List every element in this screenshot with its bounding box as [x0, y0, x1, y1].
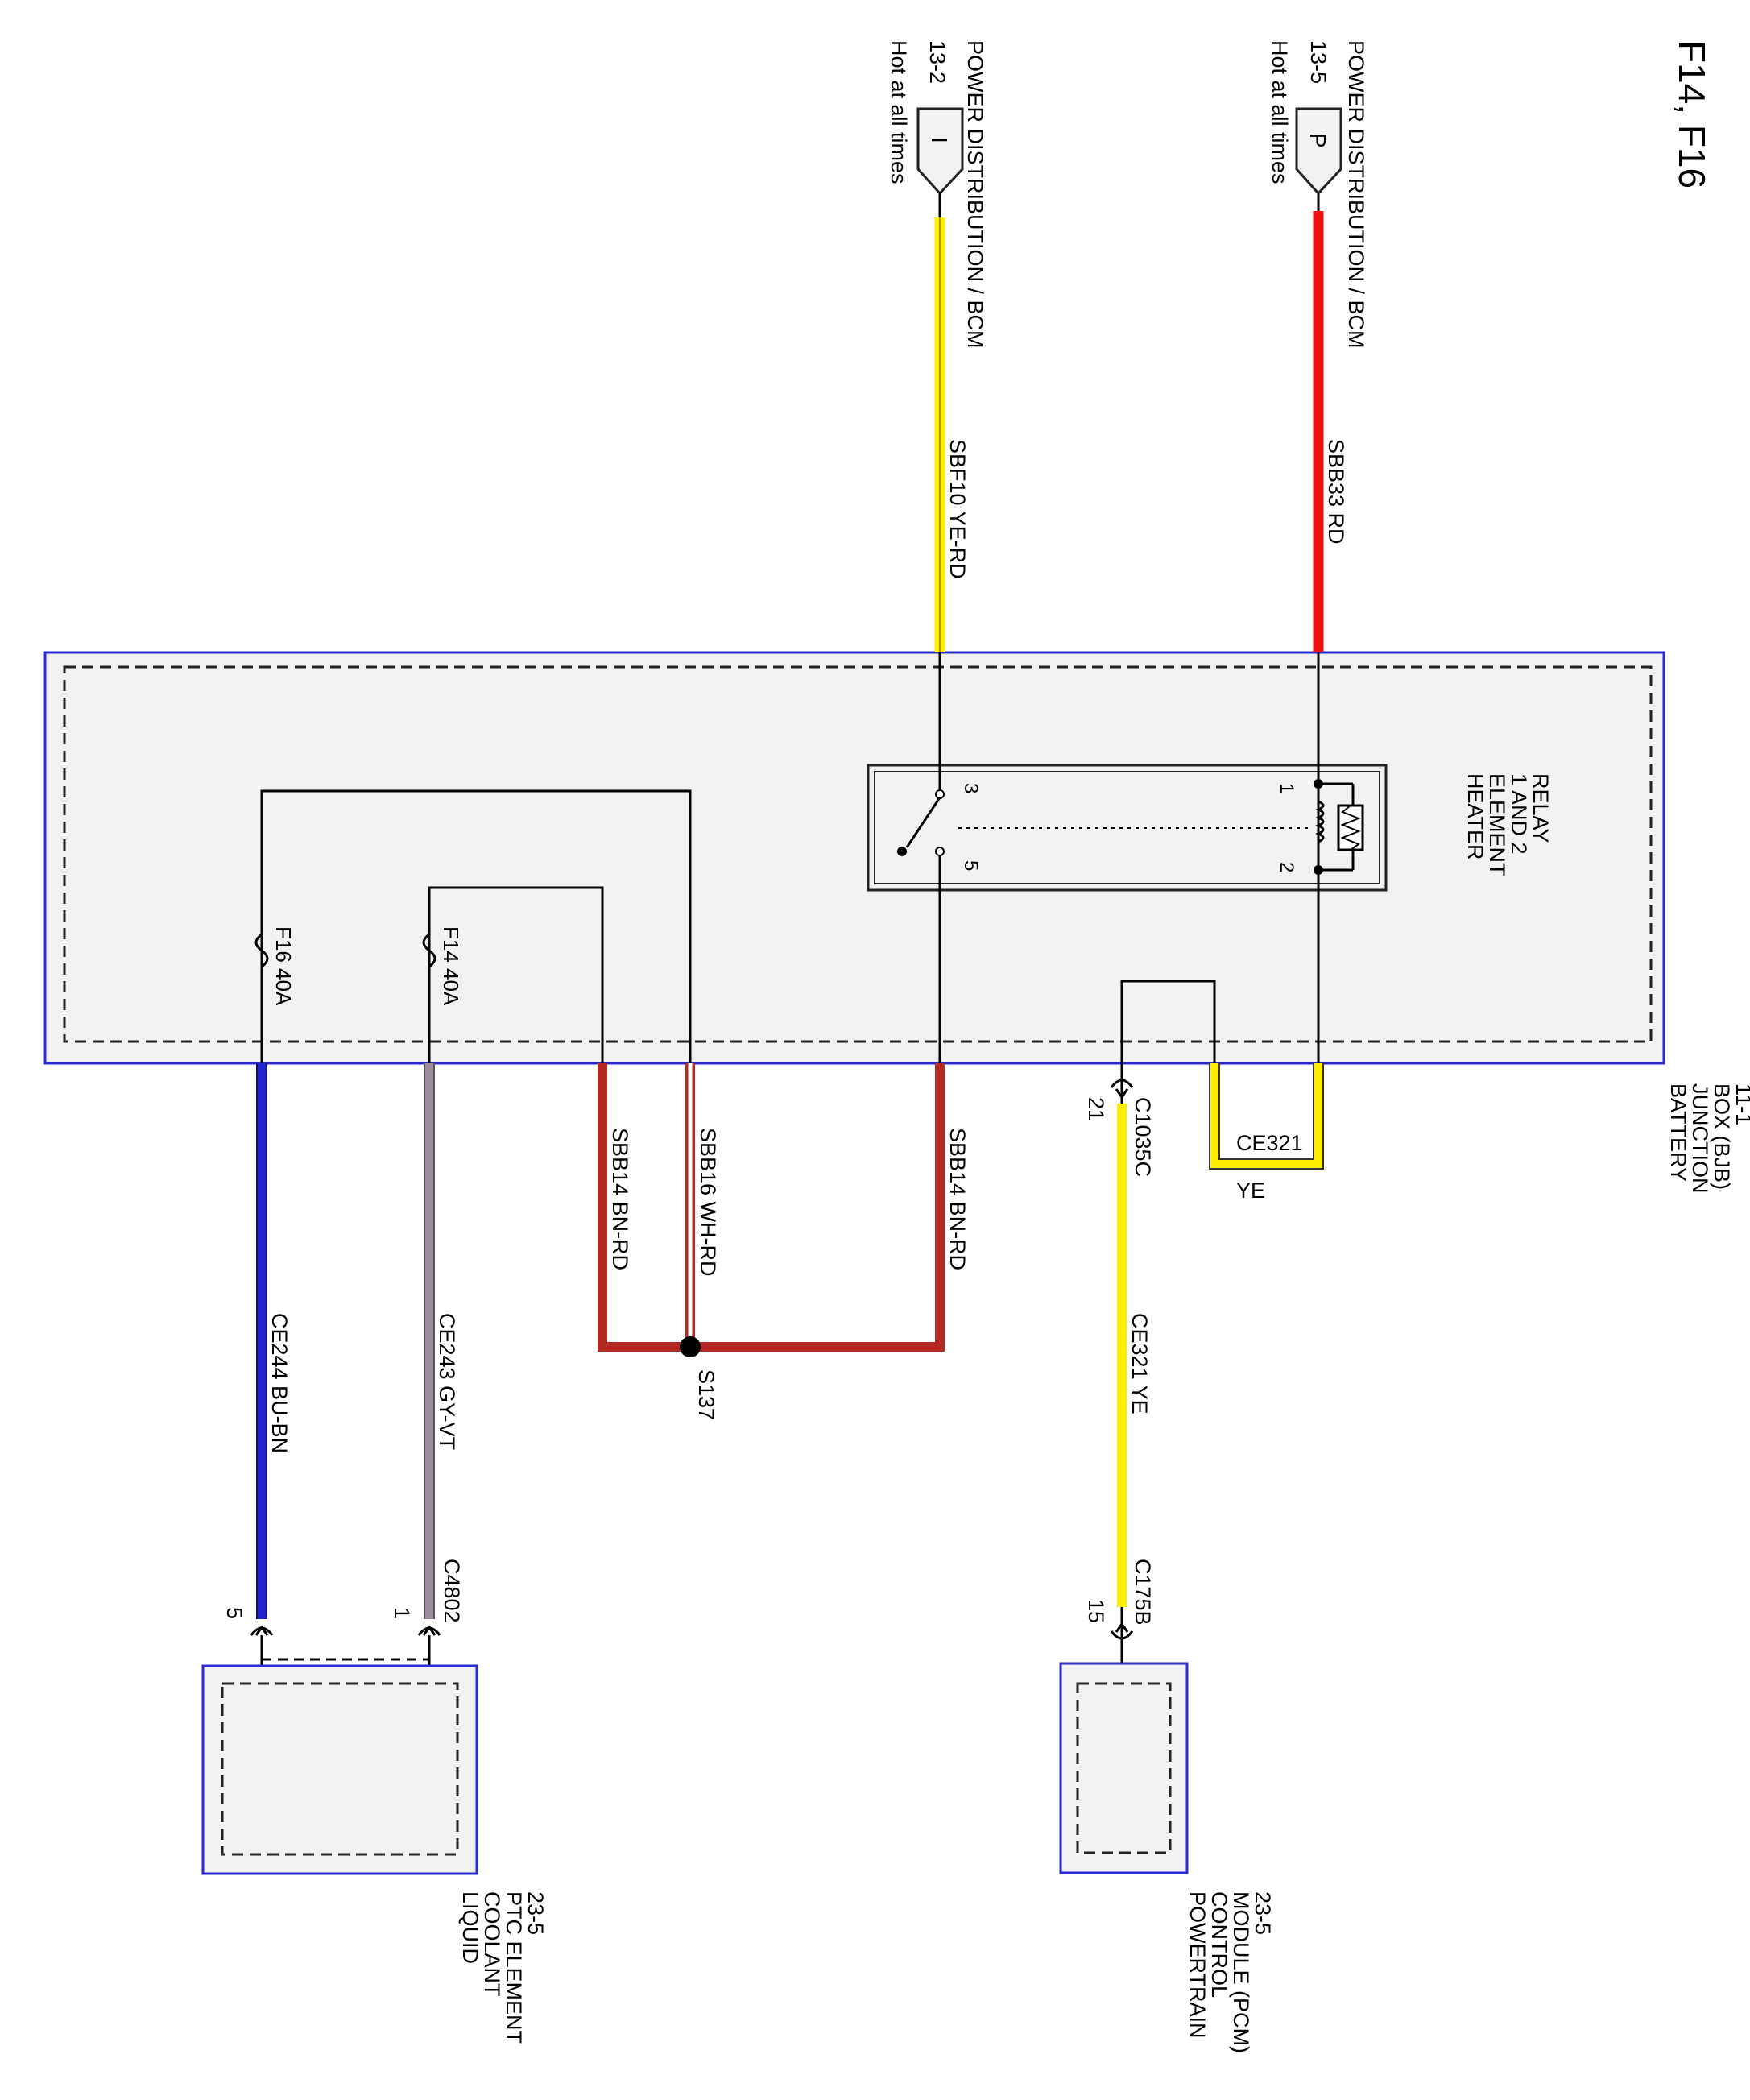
wire-ce321-loop	[1209, 1063, 1324, 1170]
fuse-f14	[422, 933, 436, 968]
svg-text:I: I	[927, 137, 952, 143]
relay-pin-3: 3	[960, 783, 982, 793]
internal-wire-f14	[428, 886, 604, 1063]
connector-c4802-pin-1: 1	[390, 1607, 414, 1619]
relay-pin-1: 1	[1276, 783, 1297, 793]
svg-text:11-1: 11-1	[1731, 1083, 1750, 1125]
internal-wire-pcm	[1120, 980, 1216, 1075]
svg-text:BOX (BJB): BOX (BJB)	[1710, 1083, 1734, 1190]
connector-c175b-pin: 15	[1084, 1599, 1108, 1623]
connector-c1035c	[1110, 1079, 1134, 1100]
connector-c4802-pin-5: 5	[222, 1607, 246, 1619]
connector-c1035c-label: C1035C	[1131, 1097, 1155, 1177]
battery-junction-box	[43, 651, 1665, 1065]
svg-text:HEATER: HEATER	[1463, 773, 1487, 860]
svg-text:23-5: 23-5	[523, 1891, 548, 1935]
wire-label-ce243: CE243 GY-VT	[435, 1313, 459, 1450]
wire-label-ce244: CE244 BU-BN	[267, 1313, 292, 1453]
connector-c4802-label: C4802	[440, 1559, 464, 1623]
wire-label-sbb16: SBB16 WH-RD	[696, 1128, 720, 1277]
fuse-f16	[254, 933, 269, 968]
source-connector-p: POWER DISTRIBUTION / BCM 13-5 Hot at all…	[1268, 40, 1368, 349]
wire-label-sbb14-right: SBB14 BN-RD	[945, 1128, 970, 1270]
svg-text:POWER DISTRIBUTION / BCM: POWER DISTRIBUTION / BCM	[1344, 40, 1368, 349]
relay-pin-2: 2	[1276, 862, 1297, 872]
wire-sbb14-right	[690, 1063, 945, 1352]
fuse-f14-label: F14 40A	[439, 926, 463, 1006]
connector-c175b-label: C175B	[1131, 1559, 1155, 1626]
relay-pin-5: 5	[960, 860, 982, 871]
svg-text:Hot at all times: Hot at all times	[1268, 40, 1292, 184]
wire-label-sbb33: SBB33 RD	[1324, 439, 1348, 545]
svg-text:23-5: 23-5	[1251, 1891, 1275, 1935]
svg-text:BATTERY: BATTERY	[1666, 1083, 1690, 1182]
fuse-f16-label: F16 40A	[271, 926, 296, 1006]
svg-text:13-5: 13-5	[1306, 40, 1330, 84]
wire-label-sbf10: SBF10 YE-RD	[945, 439, 970, 579]
svg-text:ELEMENT: ELEMENT	[1485, 773, 1509, 876]
page-title: F14, F16	[1671, 40, 1713, 188]
svg-text:P: P	[1305, 133, 1330, 148]
wire-sbb14-left	[598, 1063, 690, 1352]
wire-label-sbb14-left: SBB14 BN-RD	[608, 1128, 632, 1270]
svg-text:JUNCTION: JUNCTION	[1688, 1083, 1712, 1194]
svg-text:CONTROL: CONTROL	[1207, 1891, 1231, 1998]
svg-text:MODULE (PCM): MODULE (PCM)	[1229, 1891, 1253, 2053]
pcm-label: POWERTRAIN CONTROL MODULE (PCM) 23-5	[1185, 1891, 1275, 2053]
svg-text:POWERTRAIN: POWERTRAIN	[1185, 1891, 1210, 2039]
wire-label-ce321-loop-color: YE	[1236, 1178, 1265, 1203]
svg-text:PTC ELEMENT: PTC ELEMENT	[502, 1891, 526, 2044]
ptc-label: LIQUID COOLANT PTC ELEMENT 23-5	[458, 1891, 548, 2044]
connector-c1035c-pin: 21	[1084, 1097, 1108, 1121]
connector-c4802	[250, 1625, 441, 1661]
relay-label: HEATER ELEMENT 1 AND 2 RELAY	[1463, 773, 1553, 876]
svg-text:LIQUID: LIQUID	[458, 1891, 482, 1964]
svg-text:13-2: 13-2	[925, 40, 949, 84]
pcm-module	[1059, 1662, 1189, 1874]
svg-text:Hot at all times: Hot at all times	[887, 40, 911, 184]
bjb-label: BATTERY JUNCTION BOX (BJB) 11-1 151-1	[1666, 1083, 1750, 1194]
wire-label-ce321-loop: CE321	[1236, 1131, 1303, 1155]
svg-text:POWER DISTRIBUTION / BCM: POWER DISTRIBUTION / BCM	[963, 40, 987, 349]
svg-text:RELAY: RELAY	[1529, 773, 1553, 843]
ptc-element	[201, 1664, 478, 1875]
splice-s137-label: S137	[694, 1369, 718, 1420]
heater-relay	[867, 652, 1388, 1063]
source-connector-i: POWER DISTRIBUTION / BCM 13-2 Hot at all…	[887, 40, 987, 349]
svg-text:1 AND 2: 1 AND 2	[1507, 773, 1531, 855]
splice-s137	[680, 1336, 701, 1357]
internal-wire-f16	[260, 789, 692, 1063]
wire-label-ce321: CE321 YE	[1127, 1313, 1152, 1414]
svg-text:COOLANT: COOLANT	[480, 1891, 504, 1997]
connector-c175b	[1110, 1622, 1134, 1640]
